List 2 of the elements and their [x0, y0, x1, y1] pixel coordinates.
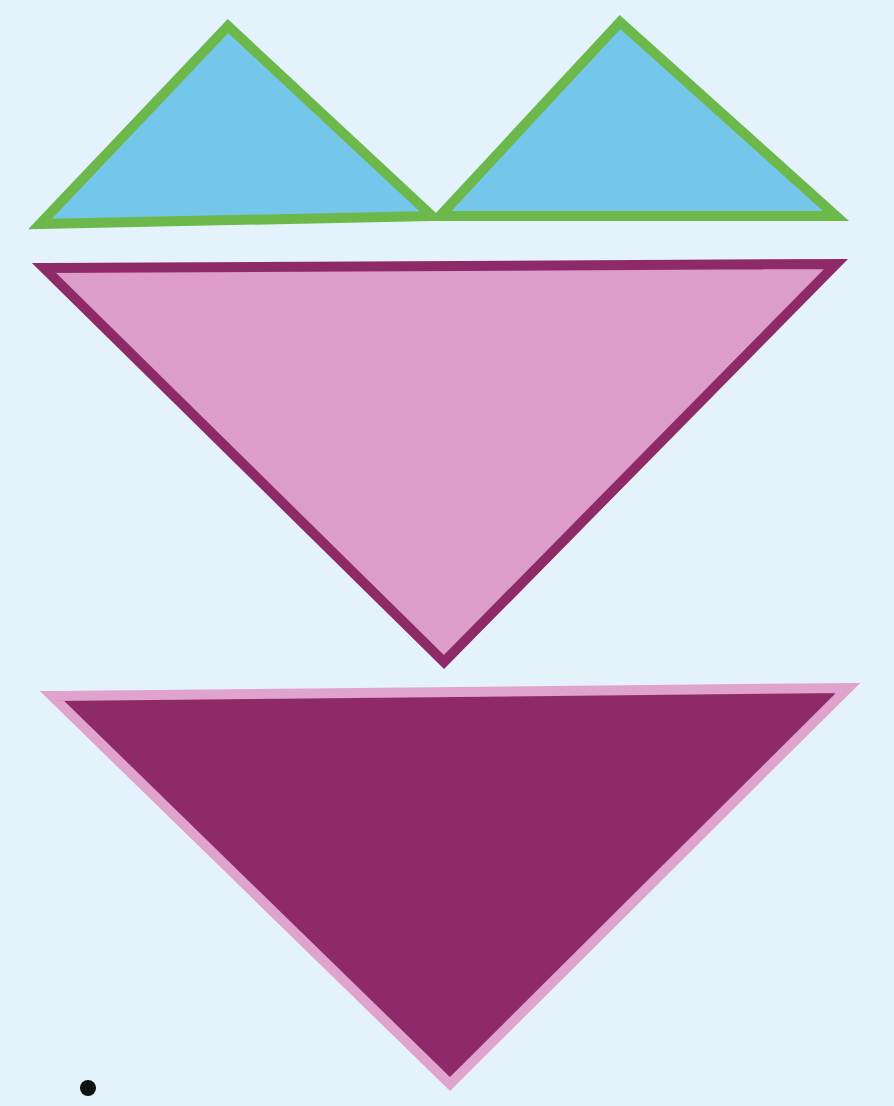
triangle-shape: [31, 258, 848, 670]
triangle-shape: [39, 682, 861, 1091]
